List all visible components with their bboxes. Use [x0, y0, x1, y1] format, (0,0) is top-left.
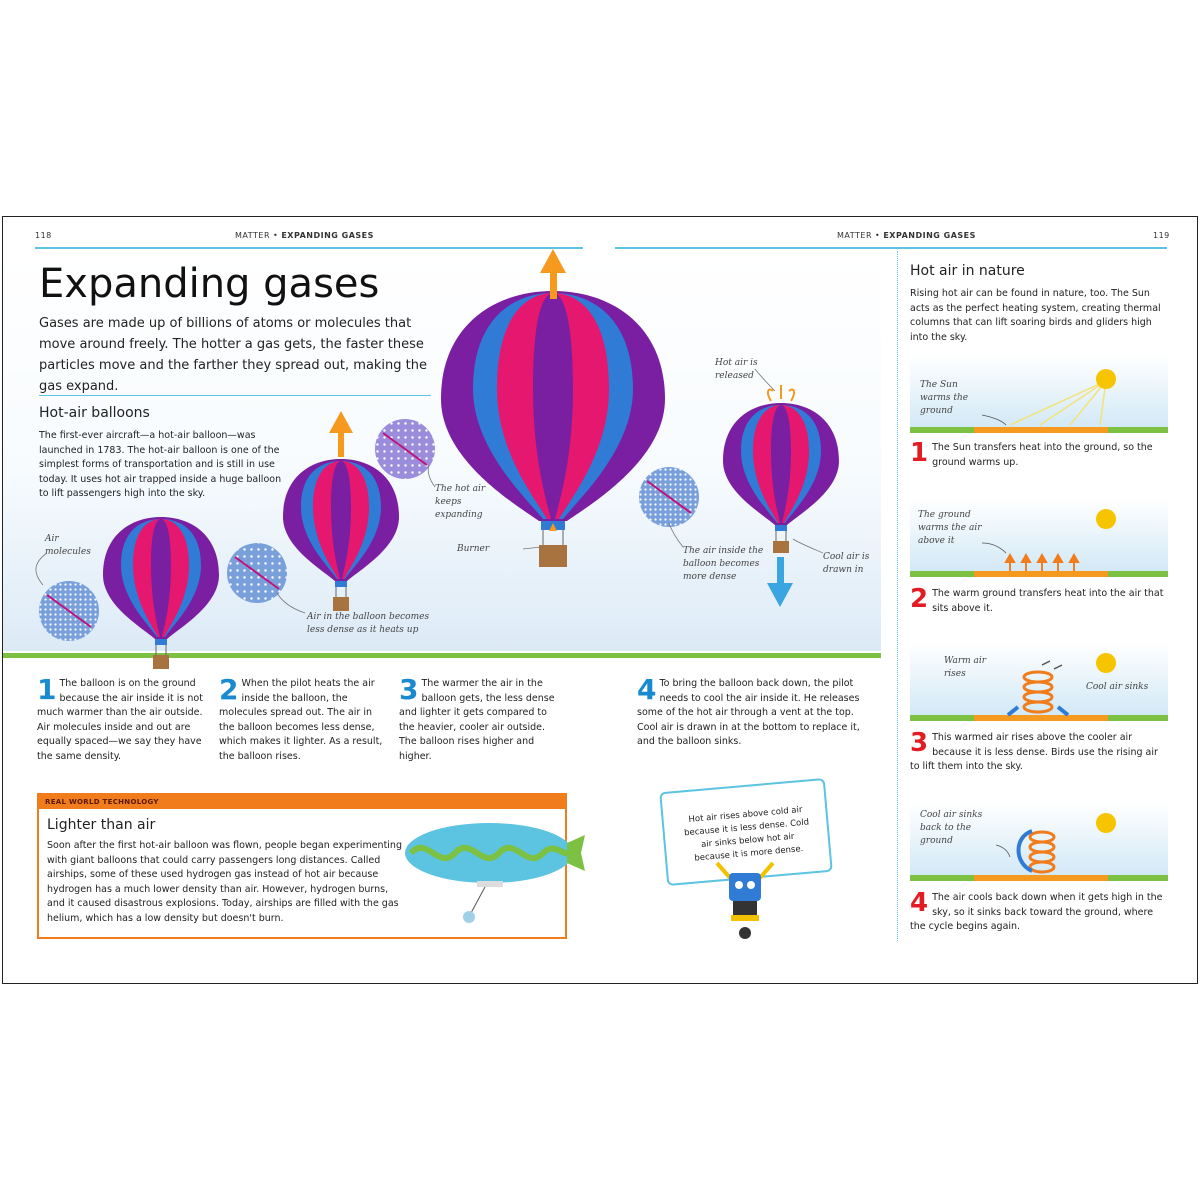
left-page-number: 118 [35, 231, 52, 240]
step-number: 1 [910, 438, 929, 468]
step-number: 4 [910, 888, 929, 918]
nature-step-3: 3 This warmed air rises above the cooler… [910, 728, 1166, 775]
step-number: 2 [219, 673, 239, 706]
label-less-dense: Air in the balloon becomes less dense as… [307, 612, 430, 635]
step-text: The warmer the air in the balloon gets, … [399, 678, 555, 762]
balloon-2 [283, 459, 399, 611]
label-keeps-expanding: The hot air keeps expanding [435, 484, 486, 520]
balloon-illustration [35, 249, 839, 669]
real-world-tag: REAL WORLD TECHNOLOGY [39, 795, 565, 809]
balloon-3 [441, 291, 665, 567]
molecules-expanding [375, 419, 435, 479]
rising-arrow-1 [329, 411, 353, 457]
lighter-than-air-text: Soon after the first hot-air balloon was… [47, 840, 402, 924]
molecules-denser [639, 467, 699, 527]
step-number: 4 [637, 673, 657, 706]
step-text: When the pilot heats the air inside the … [219, 678, 383, 762]
label-burner: Burner [457, 544, 490, 554]
hot-air-in-nature-sidebar: Hot air in nature Rising hot air can be … [897, 251, 1188, 941]
hot-air-in-nature-text: Rising hot air can be found in nature, t… [910, 288, 1161, 343]
right-running-head: MATTER • EXPANDING GASES [837, 231, 976, 240]
lighter-than-air-heading: Lighter than air [47, 817, 156, 833]
balloon-step-2: 2 When the pilot heats the air inside th… [219, 673, 387, 765]
step-text: To bring the balloon back down, the pilo… [637, 678, 860, 748]
page-title: Expanding gases [39, 261, 380, 307]
header-rule-left [35, 247, 583, 249]
hot-air-balloons-heading: Hot-air balloons [39, 405, 150, 421]
nature-panel-4: Cool air sinks back to the ground [910, 803, 1168, 881]
step-text: The balloon is on the ground because the… [37, 678, 203, 762]
molecules-dense [39, 581, 99, 641]
ground-strip [3, 653, 881, 658]
label-more-dense: The air inside the balloon becomes more … [683, 546, 764, 582]
step-number: 3 [910, 728, 929, 758]
panel-4-label: Cool air sinks back to the ground [920, 810, 983, 846]
step-text: The warm ground transfers heat into the … [932, 588, 1164, 614]
left-running-head: MATTER • EXPANDING GASES [235, 231, 374, 240]
sinking-arrow [767, 557, 793, 607]
nature-step-2: 2 The warm ground transfers heat into th… [910, 584, 1166, 616]
balloon-4 [723, 385, 839, 553]
hot-air-in-nature-heading: Hot air in nature [910, 263, 1025, 279]
panel-3-label-cool: Cool air sinks [1086, 682, 1149, 692]
rising-air-spiral-icon [1006, 653, 1116, 717]
balloon-step-4: 4 To bring the balloon back down, the pi… [637, 673, 863, 750]
intro-text: Gases are made up of billions of atoms o… [39, 316, 428, 394]
label-air-molecules: Air molecules [45, 534, 91, 557]
sun-icon [981, 509, 1116, 571]
panel-2-label: The ground warms the air above it [918, 510, 982, 546]
balloon-1 [103, 517, 219, 669]
step-number: 3 [399, 673, 419, 706]
airship-illustration [405, 823, 585, 923]
molecules-less-dense [227, 543, 287, 603]
panel-3-label-warm: Warm air rises [944, 656, 987, 679]
robot-speech-text: Hot air rises above cold air because it … [683, 805, 810, 864]
label-cool-air-drawn: Cool air is drawn in [823, 552, 870, 575]
book-spread: 118 MATTER • EXPANDING GASES MATTER • EX… [2, 216, 1198, 984]
real-world-technology-box: REAL WORLD TECHNOLOGY Lighter than air S… [37, 793, 585, 939]
step-text: This warmed air rises above the cooler a… [910, 732, 1158, 773]
step-text: The air cools back down when it gets hig… [910, 892, 1163, 933]
right-page-number: 119 [1153, 231, 1170, 240]
step-number: 1 [37, 673, 57, 706]
balloon-step-1: 1 The balloon is on the ground because t… [37, 673, 205, 765]
label-hot-air-released: Hot air is released [715, 358, 758, 381]
robot-mascot-icon [715, 861, 775, 939]
balloon-step-3: 3 The warmer the air in the balloon gets… [399, 673, 555, 765]
nature-step-4: 4 The air cools back down when it gets h… [910, 888, 1166, 935]
intro-rule [39, 395, 431, 396]
header-rule-right [615, 247, 1167, 249]
step-number: 2 [910, 584, 929, 614]
nature-panel-1: The Sun warms the ground [910, 355, 1168, 433]
sinking-air-spiral-icon [995, 813, 1116, 874]
nature-panel-2: The ground warms the air above it [910, 499, 1168, 577]
step-text: The Sun transfers heat into the ground, … [932, 442, 1153, 468]
nature-step-1: 1 The Sun transfers heat into the ground… [910, 438, 1166, 470]
sun-icon [981, 369, 1116, 426]
panel-1-label: The Sun warms the ground [920, 380, 969, 416]
nature-panel-3: Warm air rises Cool air sinks [910, 643, 1168, 721]
rising-arrow-2 [540, 249, 566, 299]
hot-air-balloons-text: The first-ever aircraft—a hot-air balloo… [39, 430, 282, 500]
